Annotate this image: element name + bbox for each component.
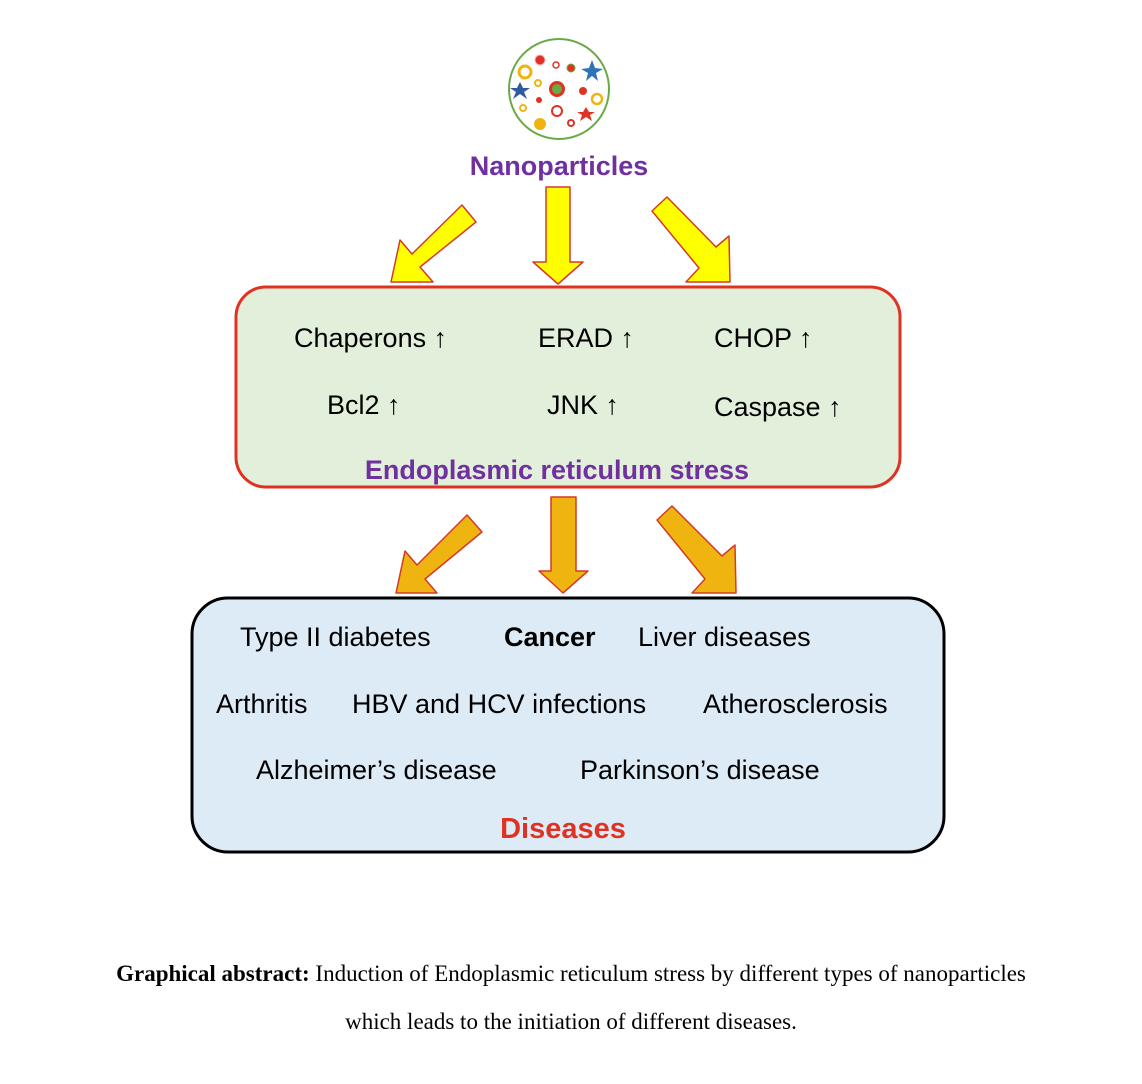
er-stress-box — [234, 285, 902, 489]
disease-parkinsons: Parkinson’s disease — [580, 755, 820, 785]
nanoparticles-title: Nanoparticles — [470, 151, 649, 181]
arrow-down-right-icon — [651, 196, 731, 283]
disease-liver: Liver diseases — [638, 622, 811, 652]
diseases-box — [190, 596, 946, 854]
disease-cancer: Cancer — [504, 622, 596, 652]
diseases-title: Diseases — [500, 813, 626, 845]
arrow-down-icon — [532, 186, 584, 285]
arrow-down-left-icon — [390, 204, 477, 283]
er-item-caspase: Caspase ↑ — [714, 392, 842, 422]
er-stress-title: Endoplasmic reticulum stress — [365, 455, 749, 485]
arrow-down-left-icon — [395, 514, 483, 594]
caption-text-1: Induction of Endoplasmic reticulum stres… — [315, 961, 1026, 986]
nanoparticle-icon — [508, 38, 610, 140]
disease-atherosclerosis: Atherosclerosis — [703, 689, 888, 719]
disease-arthritis: Arthritis — [216, 689, 308, 719]
disease-type2-diabetes: Type II diabetes — [240, 622, 431, 652]
upper-arrows — [390, 186, 731, 285]
disease-hbv-hcv: HBV and HCV infections — [352, 689, 646, 719]
er-item-bcl2: Bcl2 ↑ — [327, 390, 401, 420]
er-item-erad: ERAD ↑ — [538, 323, 634, 353]
caption-label: Graphical abstract: — [116, 961, 310, 986]
disease-alzheimers: Alzheimer’s disease — [256, 755, 497, 785]
arrow-down-right-icon — [656, 505, 737, 594]
er-item-chop: CHOP ↑ — [714, 323, 813, 353]
er-item-chaperons: Chaperons ↑ — [294, 323, 447, 353]
er-item-jnk: JNK ↑ — [547, 390, 619, 420]
arrow-down-icon — [538, 496, 589, 594]
caption-line-2: which leads to the initiation of differe… — [345, 1009, 797, 1034]
lower-arrows — [395, 496, 737, 594]
caption-line-1: Graphical abstract: Induction of Endopla… — [0, 950, 1142, 998]
figure-caption: Graphical abstract: Induction of Endopla… — [0, 950, 1142, 1046]
